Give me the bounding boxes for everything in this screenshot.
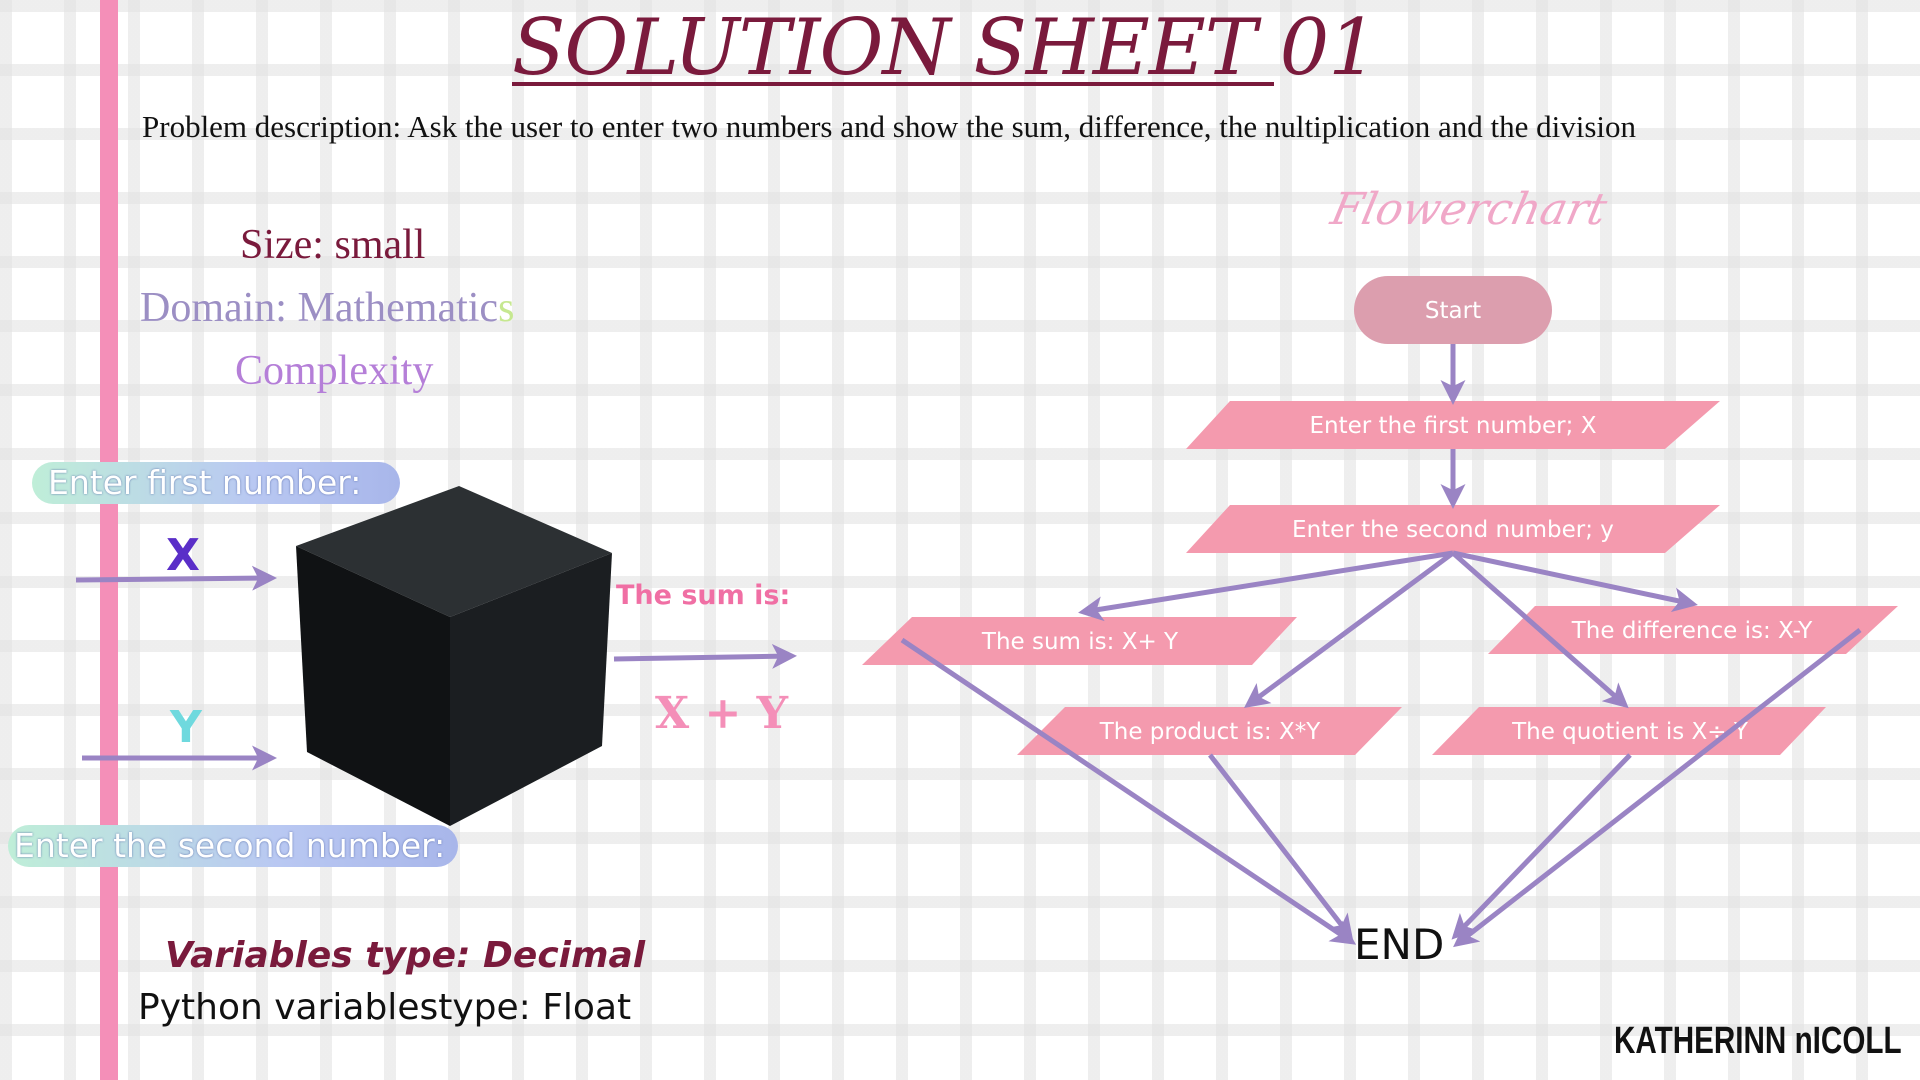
connector-quotient-to-end bbox=[1451, 753, 1632, 940]
connector-product-to-end bbox=[1208, 753, 1354, 940]
flowchart-title: Flowerchart bbox=[1326, 184, 1612, 235]
input-second-node-label: Enter the second number; y bbox=[1292, 517, 1614, 543]
connector-sum-to-end bbox=[900, 637, 1357, 945]
start-node-label: Start bbox=[1425, 298, 1481, 324]
output-product-node: The product is: X*Y bbox=[1017, 707, 1402, 755]
input-x-arrow bbox=[75, 565, 277, 591]
page-title: SOLUTION SHEET 01 bbox=[512, 3, 1378, 93]
connector-second-to-quotient bbox=[1451, 551, 1629, 709]
cube-left-face bbox=[296, 546, 450, 826]
output-quotient-node-shape bbox=[1432, 707, 1826, 755]
output-difference-node-shape bbox=[1488, 606, 1898, 654]
variables-type-line: Variables type: Decimal bbox=[165, 935, 646, 976]
input-first-node: Enter the first number; X bbox=[1186, 401, 1720, 449]
connector-difference-to-end bbox=[1453, 628, 1862, 948]
size-label: Size: small bbox=[240, 222, 426, 268]
domain-accent-letter: s bbox=[498, 285, 515, 331]
output-sum-node: The sum is: X+ Y bbox=[862, 617, 1297, 665]
domain-text: Domain: Mathematic bbox=[140, 285, 499, 331]
connector-second-to-sum bbox=[1078, 550, 1454, 622]
margin-stripe bbox=[100, 0, 118, 1080]
output-arrow bbox=[613, 643, 797, 669]
input-first-number-label: Enter first number: bbox=[32, 462, 400, 504]
output-difference-node: The difference is: X-Y bbox=[1488, 606, 1898, 654]
output-product-node-shape bbox=[1017, 707, 1402, 755]
output-sum-label: The sum is: bbox=[616, 580, 791, 611]
input-first-node-label: Enter the first number; X bbox=[1310, 413, 1597, 439]
output-sum-expression: X + Y bbox=[655, 688, 789, 739]
variable-y-label: Y bbox=[170, 702, 202, 753]
author-signature: KATHERINN nICOLL bbox=[1614, 1020, 1902, 1062]
input-second-node: Enter the second number; y bbox=[1186, 505, 1720, 553]
cube-right-face bbox=[450, 553, 612, 826]
title-underline bbox=[512, 82, 1274, 86]
output-quotient-node: The quotient is X÷ Y bbox=[1432, 707, 1826, 755]
black-box-cube bbox=[296, 486, 612, 826]
complexity-label: Complexity bbox=[235, 348, 434, 394]
input-first-node-shape bbox=[1186, 401, 1720, 449]
start-node: Start bbox=[1354, 276, 1552, 344]
output-sum-node-shape bbox=[862, 617, 1297, 665]
problem-description: Problem description: Ask the user to ent… bbox=[142, 109, 1637, 144]
output-sum-node-label: The sum is: X+ Y bbox=[981, 629, 1179, 655]
end-node-label: END bbox=[1354, 920, 1445, 969]
connector-second-to-product bbox=[1243, 550, 1455, 708]
domain-label: Domain: Mathematics bbox=[140, 283, 514, 333]
input-second-node-shape bbox=[1186, 505, 1720, 553]
variable-x-label: X bbox=[166, 530, 200, 581]
cube-top-face bbox=[296, 486, 612, 617]
output-quotient-node-label: The quotient is X÷ Y bbox=[1511, 719, 1749, 745]
output-difference-node-label: The difference is: X-Y bbox=[1571, 618, 1813, 644]
connector-second-to-difference bbox=[1452, 550, 1698, 613]
python-type-line: Python variablestype: Float bbox=[138, 987, 632, 1028]
start-node-shape bbox=[1354, 276, 1552, 344]
input-second-number-label: Enter the second number: bbox=[8, 825, 458, 867]
output-product-node-label: The product is: X*Y bbox=[1099, 719, 1322, 745]
